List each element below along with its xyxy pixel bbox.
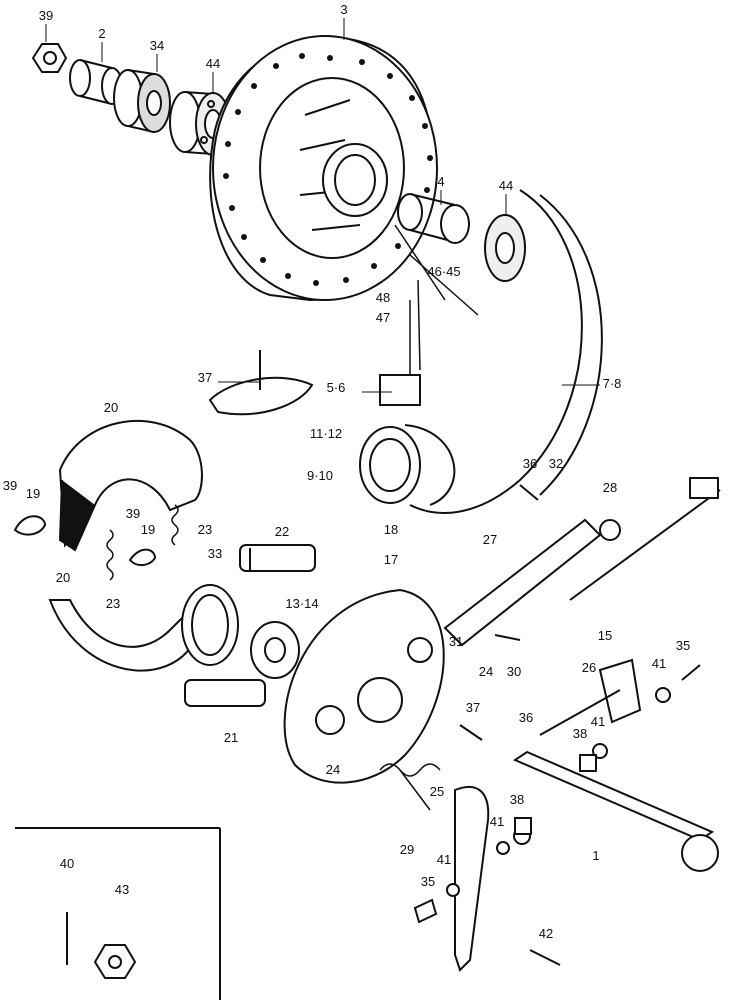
axle (512, 750, 719, 872)
tyre-flap (208, 350, 314, 416)
brake-panel (283, 588, 445, 784)
callout-label: 39 (3, 478, 17, 493)
callout-label: 23 (198, 522, 212, 537)
callout-label: 41 (437, 852, 451, 867)
callout-label: 18 (384, 522, 398, 537)
shoe-retainers (13, 515, 157, 566)
wheel-hub (209, 35, 438, 302)
callout-label: 44 (206, 56, 220, 71)
callout-label: 25 (430, 784, 444, 799)
callout-labels: 39 2 34 44 3 4 44 46·45 48 47 37 5·6 7·8… (3, 2, 690, 941)
brake-cam (239, 544, 316, 572)
spokes (394, 224, 479, 385)
callout-label: 32 (549, 456, 563, 471)
callout-label: 37 (198, 370, 212, 385)
callout-label: 9·10 (307, 468, 333, 483)
callout-label: 31 (449, 634, 463, 649)
callout-label: 36 (519, 710, 533, 725)
brake-shoe-upper (58, 419, 203, 552)
callout-label: 2 (98, 26, 105, 41)
oil-seal (181, 584, 239, 666)
cam-lower (184, 679, 266, 707)
brake-shoe-lower (48, 599, 197, 672)
callout-label: 36 (523, 456, 537, 471)
nipple-spoke (379, 374, 421, 406)
callout-label: 35 (676, 638, 690, 653)
stopper-arm (454, 785, 490, 972)
callout-label: 44 (499, 178, 513, 193)
inset-frame (15, 827, 221, 1000)
callout-label: 21 (224, 730, 238, 745)
callout-label: 20 (104, 400, 118, 415)
callout-label: 28 (603, 480, 617, 495)
rim (409, 189, 603, 514)
callout-label: 39 (126, 506, 140, 521)
callout-label: 35 (421, 874, 435, 889)
callout-label: 13·14 (285, 596, 318, 611)
callout-label: 38 (573, 726, 587, 741)
callout-label: 46·45 (427, 264, 460, 279)
callout-label: 41 (652, 656, 666, 671)
callout-label: 27 (483, 532, 497, 547)
callout-label: 39 (39, 8, 53, 23)
hub-flange-holes (223, 53, 433, 286)
brake-arm (539, 658, 642, 736)
callout-label: 11·12 (310, 426, 342, 441)
callout-label: 3 (340, 2, 347, 17)
callout-label: 5·6 (327, 380, 346, 395)
castle-nut (93, 944, 137, 979)
tube-valve (359, 424, 456, 506)
callout-label: 34 (150, 38, 164, 53)
callout-label: 19 (141, 522, 155, 537)
callout-label: 24 (326, 762, 340, 777)
speedometer-gear (250, 621, 300, 679)
callout-label: 1 (592, 848, 599, 863)
torque-link (443, 518, 602, 647)
shoe-springs (106, 504, 179, 581)
callout-label: 15 (598, 628, 612, 643)
callout-label: 30 (507, 664, 521, 679)
bearing-right (484, 214, 526, 282)
dust-seal (113, 69, 171, 133)
axle-nut (31, 43, 68, 73)
callout-label: 47 (376, 310, 390, 325)
brake-rod (569, 477, 721, 601)
callout-label: 4 (437, 174, 444, 189)
callout-label: 22 (275, 524, 289, 539)
callout-label: 41 (490, 814, 504, 829)
callout-label: 38 (510, 792, 524, 807)
callout-label: 42 (539, 926, 553, 941)
callout-label: 43 (115, 882, 129, 897)
callout-label: 24 (479, 664, 493, 679)
callout-label: 37 (466, 700, 480, 715)
callout-label: 41 (591, 714, 605, 729)
leader-lines (45, 18, 600, 393)
callout-label: 23 (106, 596, 120, 611)
callout-label: 20 (56, 570, 70, 585)
return-spring (379, 763, 441, 811)
callout-label: 26 (582, 660, 596, 675)
callout-label: 40 (60, 856, 74, 871)
distance-collar (397, 193, 470, 244)
callout-label: 17 (384, 552, 398, 567)
callout-label: 48 (376, 290, 390, 305)
callout-label: 19 (26, 486, 40, 501)
callout-label: 33 (208, 546, 222, 561)
small-hardware (413, 484, 701, 966)
callout-label: 29 (400, 842, 414, 857)
callout-label: 7·8 (603, 376, 622, 391)
